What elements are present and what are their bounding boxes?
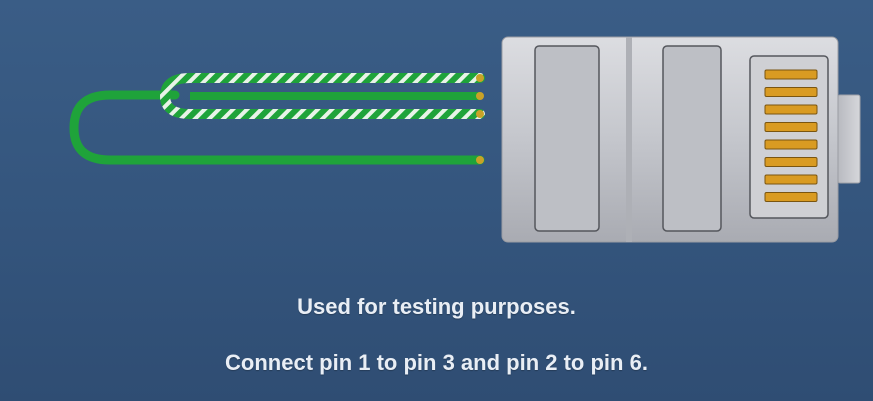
caption-wiring: Connect pin 1 to pin 3 and pin 2 to pin … <box>225 350 648 375</box>
contact-pin-2 <box>764 87 818 97</box>
contacts <box>764 69 818 202</box>
wire-ends <box>476 74 484 164</box>
contact-pin-1 <box>764 69 818 80</box>
body-seam <box>626 37 632 242</box>
loop-wire-striped <box>159 73 485 119</box>
contact-pin-7 <box>764 174 818 185</box>
latch-tab <box>837 94 861 184</box>
window-left <box>534 45 600 232</box>
window-middle <box>662 45 722 232</box>
contact-pin-5 <box>764 139 818 150</box>
contact-pin-6 <box>764 157 818 167</box>
loop-wire-solid <box>69 90 485 165</box>
contact-pin-3 <box>764 104 818 115</box>
caption-usage: Used for testing purposes. <box>297 294 576 319</box>
rj45-connector <box>501 36 861 243</box>
contact-pin-4 <box>764 122 818 132</box>
contact-pin-8 <box>764 192 818 202</box>
